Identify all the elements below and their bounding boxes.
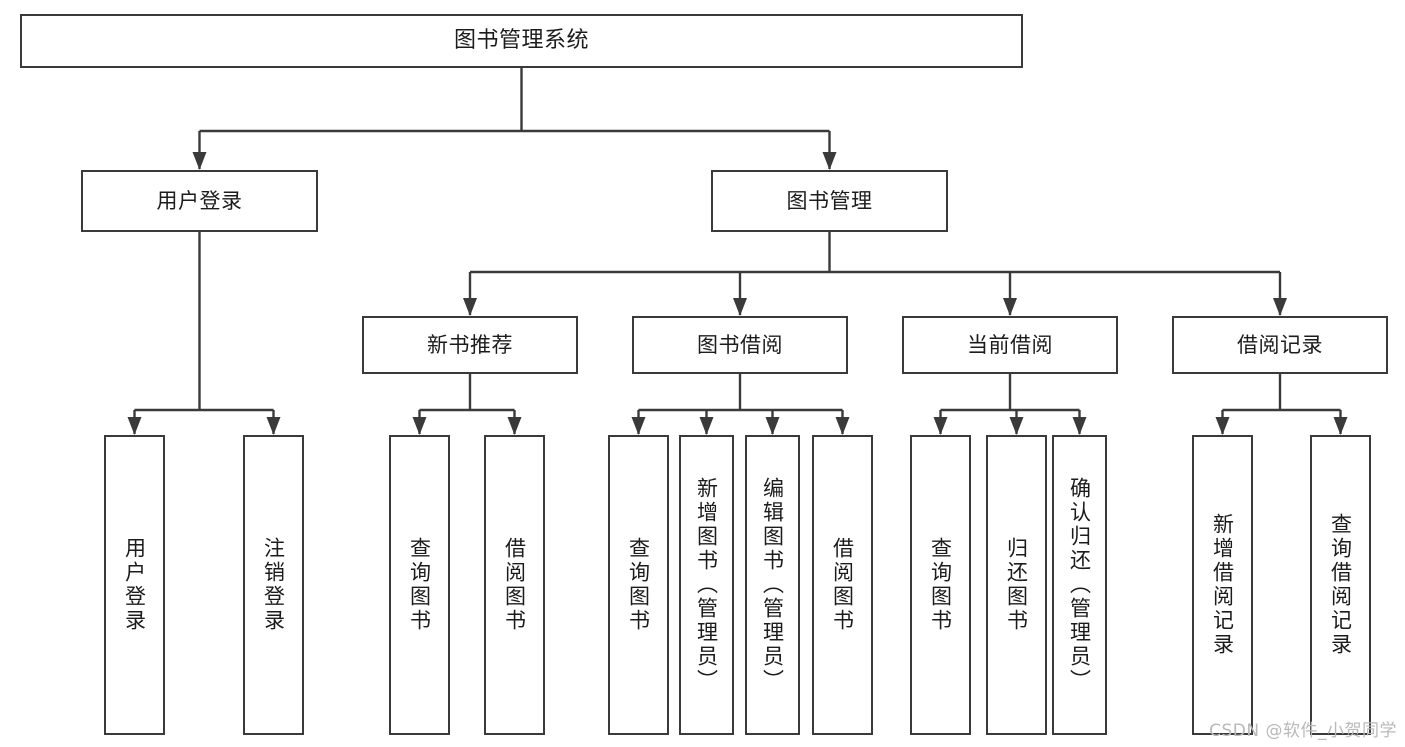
node-borrow-record[interactable]: 借阅记录 — [1172, 316, 1388, 374]
leaf-borrow-book[interactable]: 借阅图书 — [812, 435, 873, 735]
node-user-login-label: 用户登录 — [156, 188, 243, 213]
node-current-borrow[interactable]: 当前借阅 — [902, 316, 1118, 374]
node-book-borrow[interactable]: 图书借阅 — [632, 316, 848, 374]
leaf-add-borrow-record-label: 新增借阅记录 — [1210, 513, 1235, 657]
leaf-return-book[interactable]: 归还图书 — [986, 435, 1047, 735]
leaf-query-book[interactable]: 查询图书 — [608, 435, 669, 735]
node-new-book-recommend-label: 新书推荐 — [427, 332, 513, 357]
leaf-query-book-recommend-label: 查询图书 — [407, 537, 432, 633]
node-book-management[interactable]: 图书管理 — [711, 170, 948, 232]
node-book-management-label: 图书管理 — [786, 188, 873, 213]
leaf-query-book-label: 查询图书 — [626, 537, 651, 633]
leaf-query-book-current[interactable]: 查询图书 — [910, 435, 971, 735]
leaf-query-book-recommend[interactable]: 查询图书 — [389, 435, 450, 735]
leaf-confirm-return-admin-label: 确认归还（管理员） — [1067, 477, 1092, 693]
node-current-borrow-label: 当前借阅 — [967, 332, 1053, 357]
leaf-user-login-label: 用户登录 — [122, 537, 147, 633]
leaf-borrow-book-recommend-label: 借阅图书 — [502, 537, 527, 633]
node-user-login[interactable]: 用户登录 — [81, 170, 318, 232]
leaf-edit-book-admin-label: 编辑图书（管理员） — [760, 477, 785, 693]
leaf-logout[interactable]: 注销登录 — [243, 435, 304, 735]
node-root[interactable]: 图书管理系统 — [20, 14, 1023, 68]
leaf-user-login[interactable]: 用户登录 — [104, 435, 165, 735]
watermark: CSDN @软件_小贺同学 — [1209, 721, 1397, 741]
leaf-add-borrow-record[interactable]: 新增借阅记录 — [1192, 435, 1253, 735]
node-root-label: 图书管理系统 — [453, 28, 589, 54]
leaf-return-book-label: 归还图书 — [1004, 537, 1029, 633]
node-book-borrow-label: 图书借阅 — [697, 332, 783, 357]
leaf-query-book-current-label: 查询图书 — [928, 537, 953, 633]
leaf-confirm-return-admin[interactable]: 确认归还（管理员） — [1052, 435, 1107, 735]
leaf-add-book-admin-label: 新增图书（管理员） — [694, 477, 719, 693]
leaf-borrow-book-recommend[interactable]: 借阅图书 — [484, 435, 545, 735]
leaf-logout-label: 注销登录 — [261, 537, 286, 633]
node-borrow-record-label: 借阅记录 — [1237, 332, 1323, 357]
leaf-add-book-admin[interactable]: 新增图书（管理员） — [679, 435, 734, 735]
leaf-query-borrow-record[interactable]: 查询借阅记录 — [1310, 435, 1371, 735]
node-new-book-recommend[interactable]: 新书推荐 — [362, 316, 578, 374]
leaf-edit-book-admin[interactable]: 编辑图书（管理员） — [745, 435, 800, 735]
leaf-query-borrow-record-label: 查询借阅记录 — [1328, 513, 1353, 657]
leaf-borrow-book-label: 借阅图书 — [830, 537, 855, 633]
